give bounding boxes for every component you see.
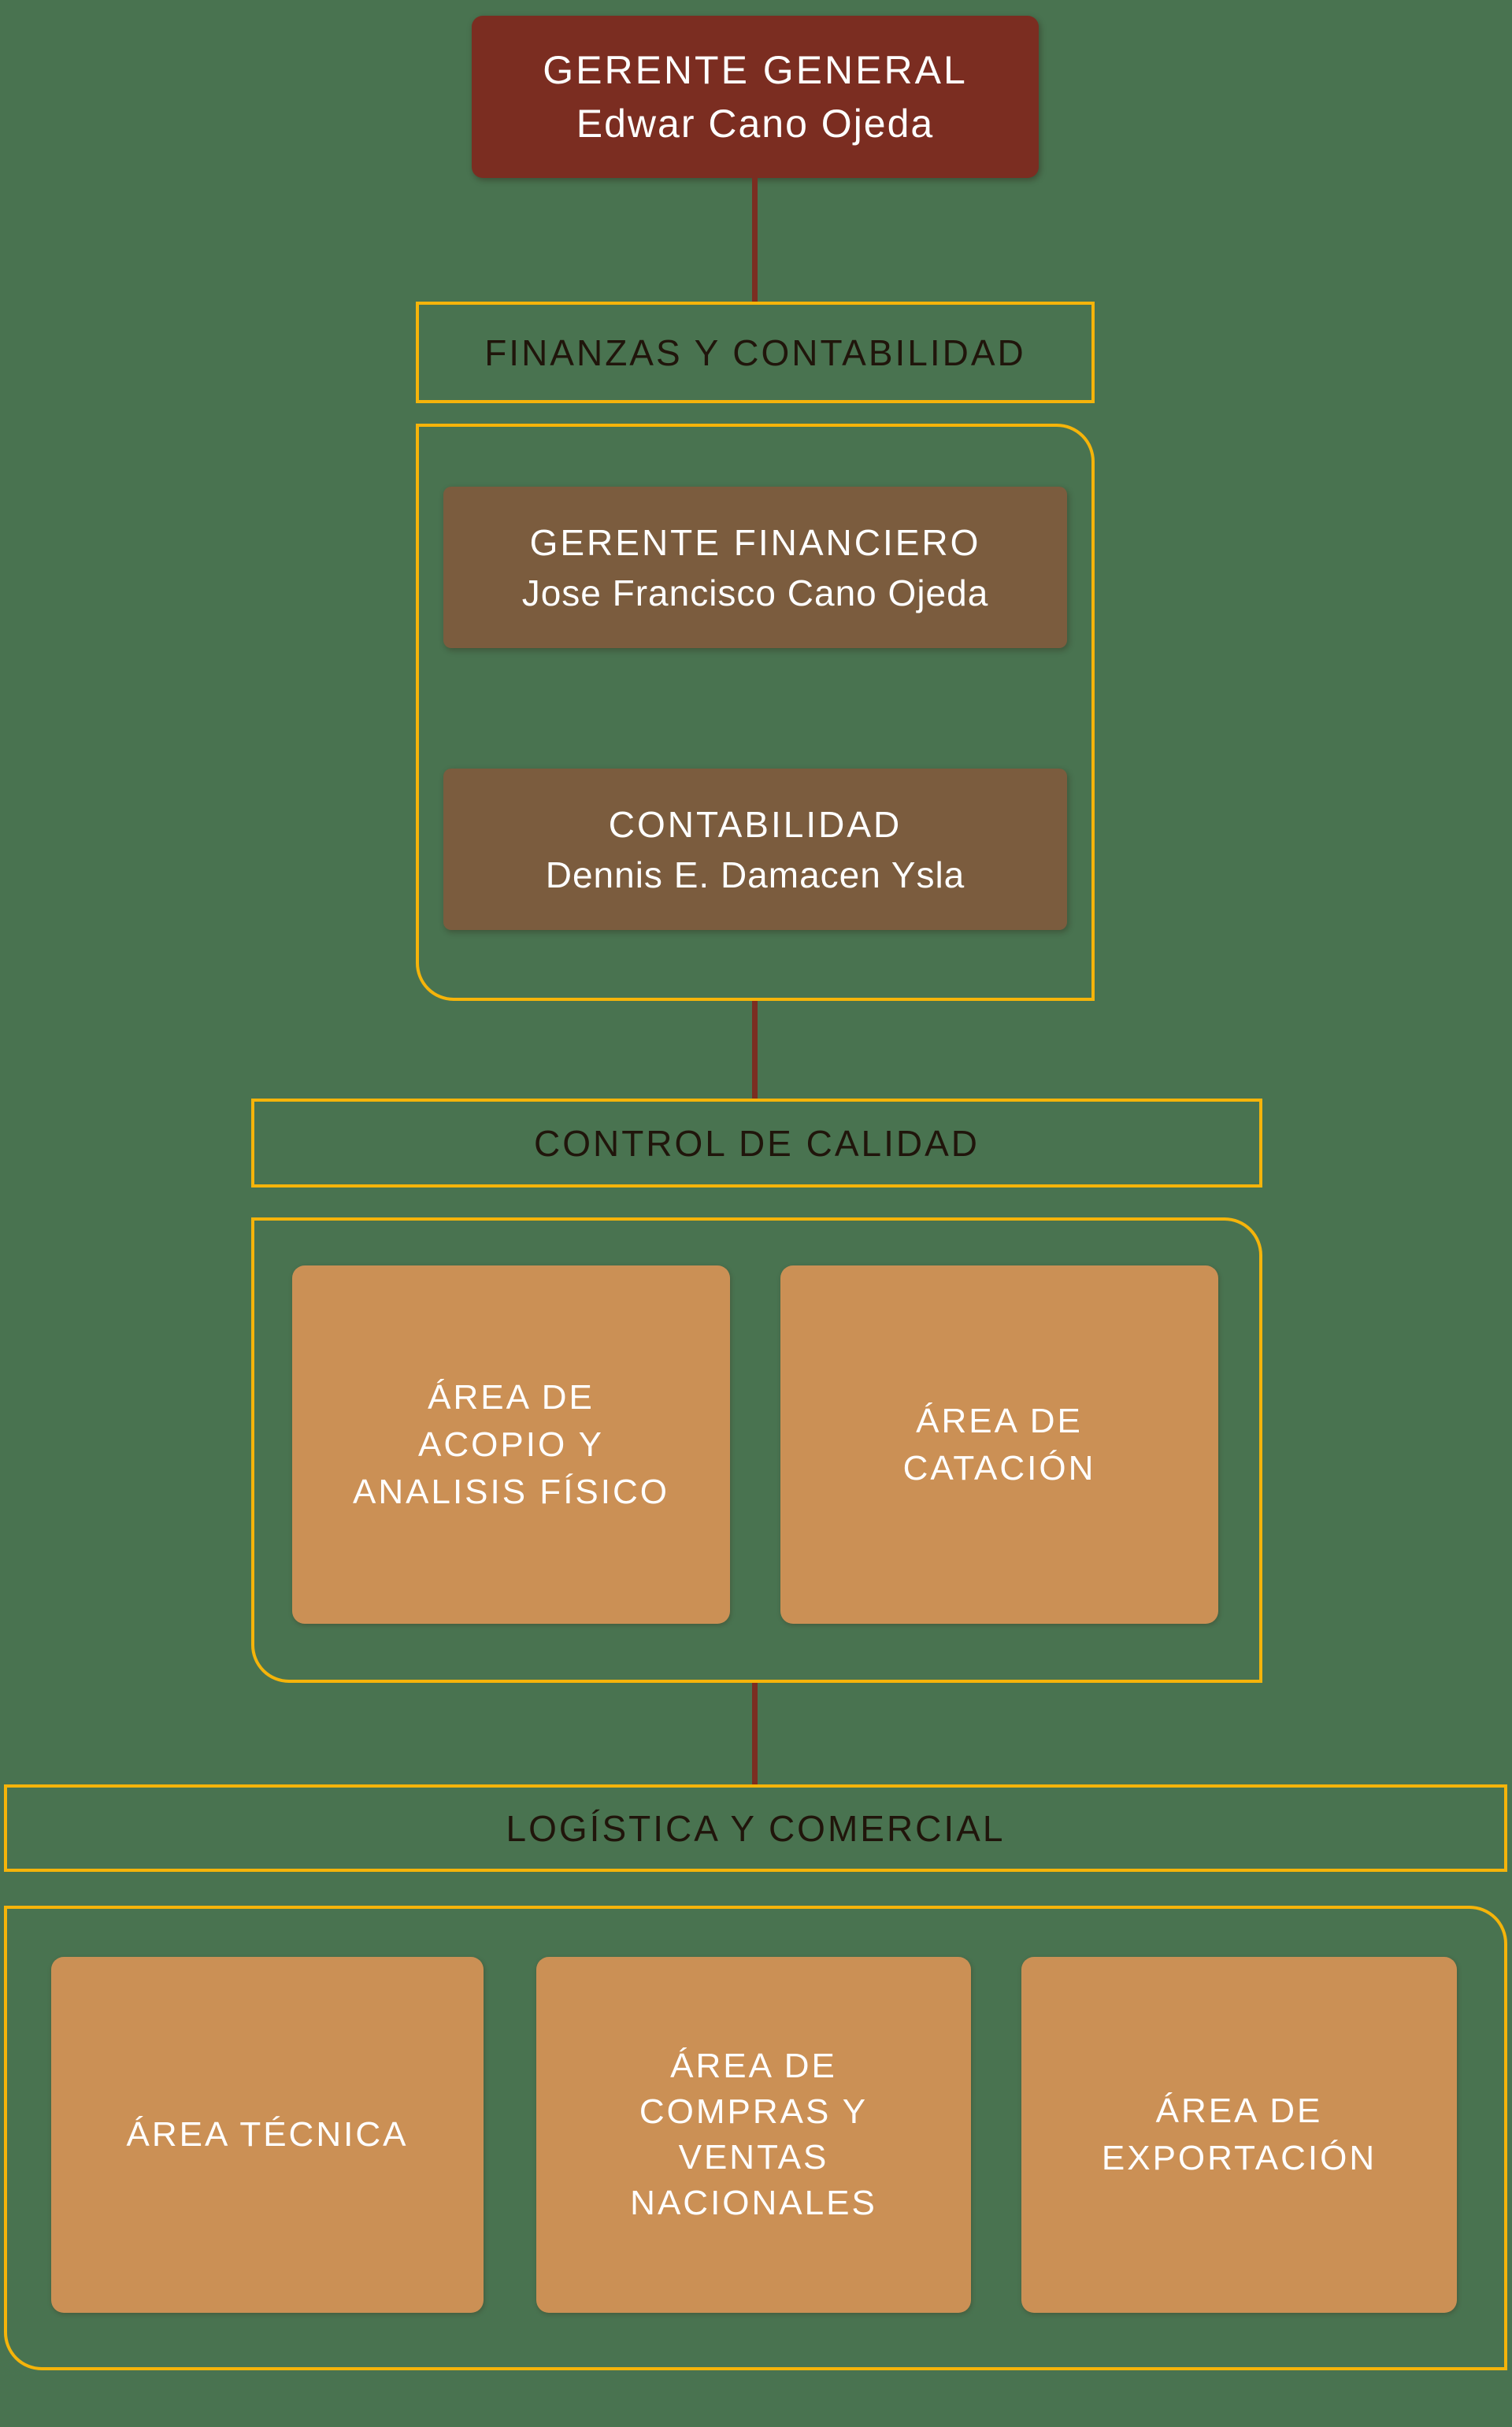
connector-line: [752, 1001, 758, 1099]
node-area-compras-ventas-nacionales: ÁREA DE COMPRAS Y VENTAS NACIONALES: [536, 1957, 971, 2313]
section-header-control-calidad: CONTROL DE CALIDAD: [251, 1099, 1262, 1188]
section-group-finanzas: [416, 424, 1095, 1001]
node-area-acopio-analisis-fisico: ÁREA DE ACOPIO Y ANALISIS FÍSICO: [292, 1265, 730, 1624]
section-header-label: CONTROL DE CALIDAD: [533, 1122, 980, 1164]
section-header-logistica-comercial: LOGÍSTICA Y COMERCIAL: [4, 1784, 1507, 1872]
node-area-exportacion: ÁREA DE EXPORTACIÓN: [1021, 1957, 1457, 2313]
node-gerente-general: GERENTE GENERAL Edwar Cano Ojeda: [472, 16, 1039, 178]
node-person-name: Jose Francisco Cano Ojeda: [521, 572, 989, 613]
node-title: CONTABILIDAD: [608, 803, 902, 845]
node-area-tecnica: ÁREA TÉCNICA: [51, 1957, 484, 2313]
node-gerente-financiero: GERENTE FINANCIERO Jose Francisco Cano O…: [443, 487, 1067, 648]
section-header-label: FINANZAS Y CONTABILIDAD: [484, 332, 1026, 373]
area-label: ÁREA TÉCNICA: [126, 2115, 409, 2154]
section-group-control-calidad: [251, 1217, 1262, 1683]
section-header-finanzas: FINANZAS Y CONTABILIDAD: [416, 302, 1095, 403]
connector-line: [752, 178, 758, 302]
node-title: GERENTE FINANCIERO: [529, 521, 981, 563]
area-label: ÁREA DE CATACIÓN: [902, 1401, 1096, 1488]
node-title: GERENTE GENERAL: [543, 48, 968, 92]
section-header-label: LOGÍSTICA Y COMERCIAL: [506, 1807, 1006, 1849]
node-person-name: Edwar Cano Ojeda: [576, 102, 935, 146]
node-contabilidad: CONTABILIDAD Dennis E. Damacen Ysla: [443, 769, 1067, 930]
area-label: ÁREA DE COMPRAS Y VENTAS NACIONALES: [630, 2047, 877, 2222]
area-label: ÁREA DE EXPORTACIÓN: [1101, 2092, 1377, 2177]
section-group-logistica-comercial: [4, 1906, 1507, 2370]
area-label: ÁREA DE ACOPIO Y ANALISIS FÍSICO: [353, 1377, 669, 1511]
connector-line: [752, 1683, 758, 1784]
node-area-catacion: ÁREA DE CATACIÓN: [780, 1265, 1218, 1624]
node-person-name: Dennis E. Damacen Ysla: [545, 854, 965, 895]
